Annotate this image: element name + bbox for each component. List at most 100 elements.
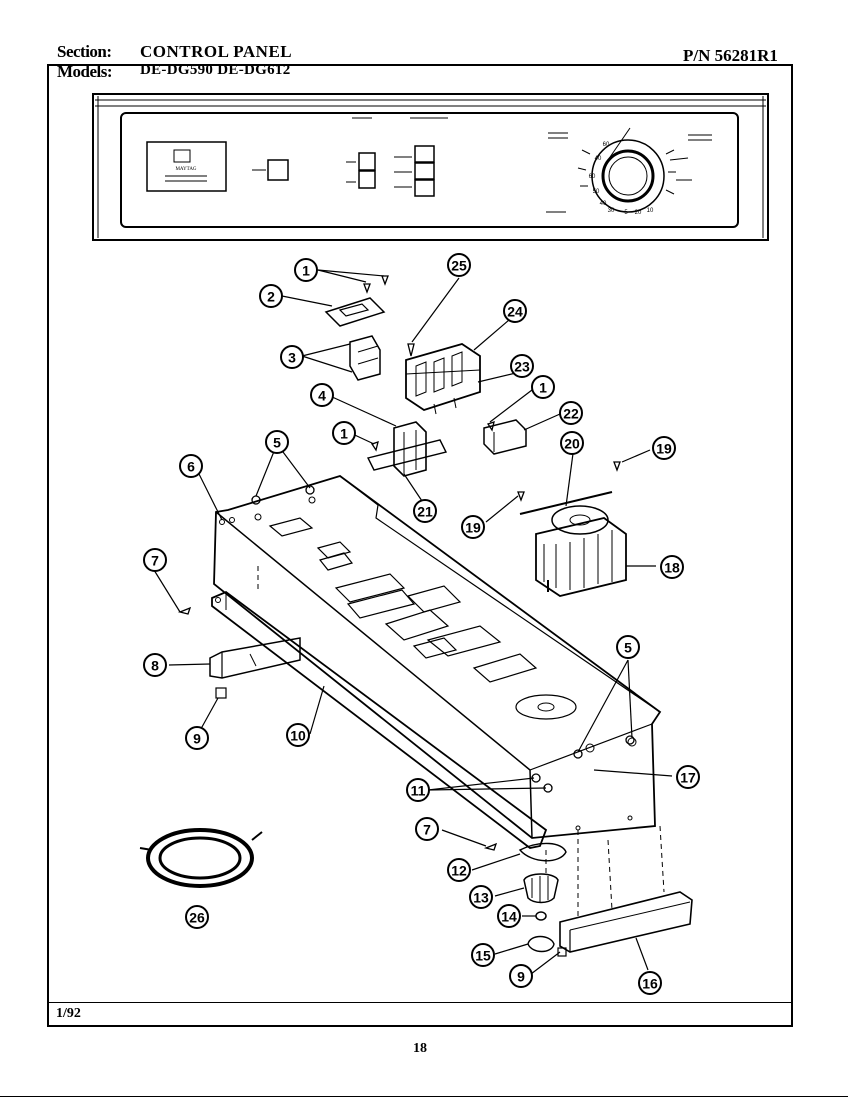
callout-number: 25 — [451, 258, 467, 274]
leader-lines — [153, 269, 673, 975]
callout-number: 5 — [624, 640, 632, 656]
console-bracket-rail — [211, 590, 548, 849]
callout-number: 20 — [564, 436, 580, 452]
fabric-switch-3 — [414, 179, 435, 197]
callout-18: 18 — [660, 555, 684, 579]
brand-logo: MAYTAG — [175, 167, 196, 172]
dial-skirt — [518, 842, 567, 862]
callout-15: 15 — [471, 943, 495, 967]
assembly-guide-lines — [257, 566, 665, 920]
models-label: Models: — [57, 62, 113, 81]
callout-number: 7 — [423, 822, 431, 838]
dial-mark-5: 20 — [635, 210, 642, 216]
timer-knob — [523, 873, 559, 904]
callout-layer: 1112345567789910111213141516171819192021… — [143, 253, 700, 995]
callout-2: 2 — [259, 284, 283, 308]
callout-1: 1 — [294, 258, 318, 282]
part-number: P/N 56281R1 — [683, 46, 778, 65]
callout-number: 16 — [642, 976, 658, 992]
page-number: 18 — [413, 1041, 427, 1056]
callout-number: 8 — [151, 658, 159, 674]
callout-number: 6 — [187, 459, 195, 475]
callout-8: 8 — [143, 653, 167, 677]
brand-logo-plate: MAYTAG — [146, 141, 227, 192]
callout-number: 3 — [288, 350, 296, 366]
dial-mark-9: 60 — [603, 142, 610, 148]
callout-12: 12 — [447, 858, 471, 882]
callout-number: 11 — [411, 783, 426, 799]
callout-number: 9 — [517, 969, 525, 985]
dial-mark-7: 5 — [624, 210, 628, 216]
callout-3: 3 — [280, 345, 304, 369]
callout-6: 6 — [179, 454, 203, 478]
console-panel: MAYTAG — [92, 93, 769, 241]
callout-number: 18 — [664, 560, 680, 576]
revision-date: 1/92 — [56, 1006, 81, 1021]
callout-14: 14 — [497, 904, 521, 928]
fabric-selector-switch — [366, 421, 448, 477]
temperature-rocker-lower — [358, 170, 376, 189]
push-to-start-button — [267, 159, 289, 181]
callout-number: 13 — [473, 890, 489, 906]
relay — [483, 419, 527, 455]
callout-23: 23 — [510, 354, 534, 378]
callout-19: 19 — [652, 436, 676, 460]
callout-21: 21 — [413, 499, 437, 523]
page-bottom-rule — [0, 1096, 848, 1097]
push-to-start-switch — [324, 297, 386, 381]
dial-mark-8: 40 — [595, 156, 602, 162]
callout-number: 14 — [501, 909, 517, 925]
callout-number: 1 — [302, 263, 310, 279]
fabric-switch-2 — [414, 162, 435, 180]
fabric-switch-1 — [414, 145, 435, 163]
callout-16: 16 — [638, 971, 662, 995]
callout-number: 19 — [656, 441, 672, 457]
dial-mark-4: 30 — [608, 208, 615, 214]
temperature-switch — [405, 343, 481, 415]
section-label: Section: — [57, 42, 112, 61]
callout-1: 1 — [332, 421, 356, 445]
callout-26: 26 — [185, 905, 209, 929]
right-end-bracket — [557, 891, 693, 957]
control-panel-plate — [213, 475, 662, 839]
timer-dial: 60 50 40 30 20 10 5 40 60 — [577, 127, 692, 216]
callout-number: 26 — [189, 910, 205, 926]
timer-motor — [535, 505, 627, 597]
callout-number: 17 — [680, 770, 696, 786]
callout-number: 21 — [417, 504, 433, 520]
callout-4: 4 — [310, 383, 334, 407]
callout-10: 10 — [286, 723, 310, 747]
callout-22: 22 — [559, 401, 583, 425]
dial-mark-2: 50 — [593, 189, 600, 195]
footer-divider — [47, 1002, 793, 1003]
callout-number: 22 — [563, 406, 579, 422]
callout-25: 25 — [447, 253, 471, 277]
callout-19: 19 — [461, 515, 485, 539]
callout-24: 24 — [503, 299, 527, 323]
section-title: CONTROL PANEL — [140, 42, 293, 61]
callout-7: 7 — [143, 548, 167, 572]
left-end-bracket — [209, 637, 301, 699]
callout-13: 13 — [469, 885, 493, 909]
indicator-lens — [527, 935, 555, 953]
hardware-screws — [177, 275, 635, 851]
callout-5: 5 — [265, 430, 289, 454]
callout-number: 1 — [340, 426, 348, 442]
callout-number: 24 — [507, 304, 523, 320]
dial-mark-3: 40 — [600, 201, 607, 207]
callout-20: 20 — [560, 431, 584, 455]
callout-number: 1 — [539, 380, 547, 396]
dial-mark-6: 10 — [647, 208, 654, 214]
callout-number: 19 — [465, 520, 481, 536]
callout-number: 9 — [193, 731, 201, 747]
temperature-rocker-upper — [358, 152, 376, 171]
callout-number: 2 — [267, 289, 275, 305]
diagram-frame — [47, 64, 793, 1027]
callout-7: 7 — [415, 817, 439, 841]
models-list: DE-DG590 DE-DG612 — [140, 62, 291, 78]
callout-number: 12 — [451, 863, 467, 879]
wire-harness — [139, 828, 263, 888]
callout-number: 23 — [514, 359, 530, 375]
callout-number: 4 — [318, 388, 326, 404]
